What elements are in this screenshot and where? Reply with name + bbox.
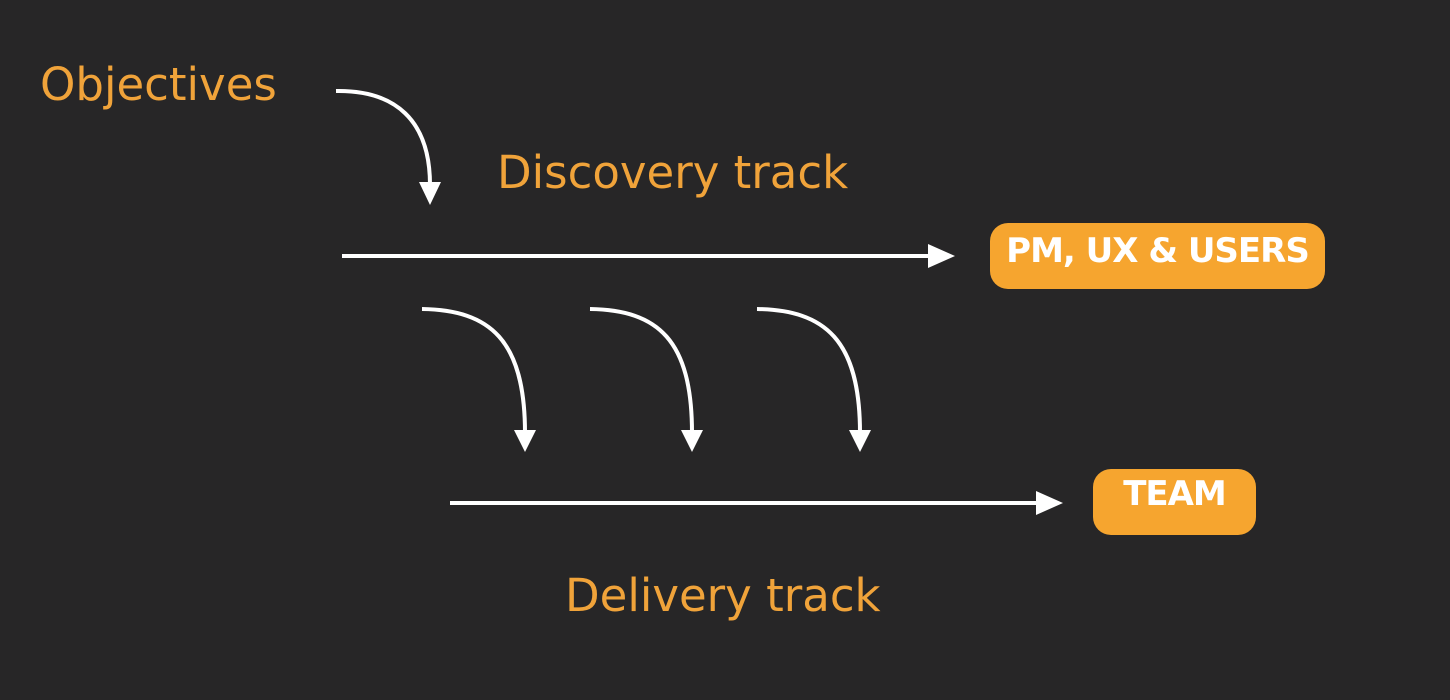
objectives-label: Objectives: [40, 58, 277, 111]
handoff-arrow-3: [756, 307, 871, 452]
discovery-owner-badge: PM, UX & USERS: [990, 223, 1325, 289]
delivery-track-label: Delivery track: [565, 569, 881, 622]
delivery-owner-badge: TEAM: [1093, 469, 1256, 535]
handoff-arrow-2: [589, 307, 703, 452]
handoff-arrow-1: [421, 307, 536, 452]
delivery-track-arrow: [450, 491, 1063, 515]
discovery-track-label: Discovery track: [497, 146, 849, 199]
discovery-track-arrow: [342, 244, 955, 268]
objectives-to-discovery-arrow: [335, 88, 441, 205]
